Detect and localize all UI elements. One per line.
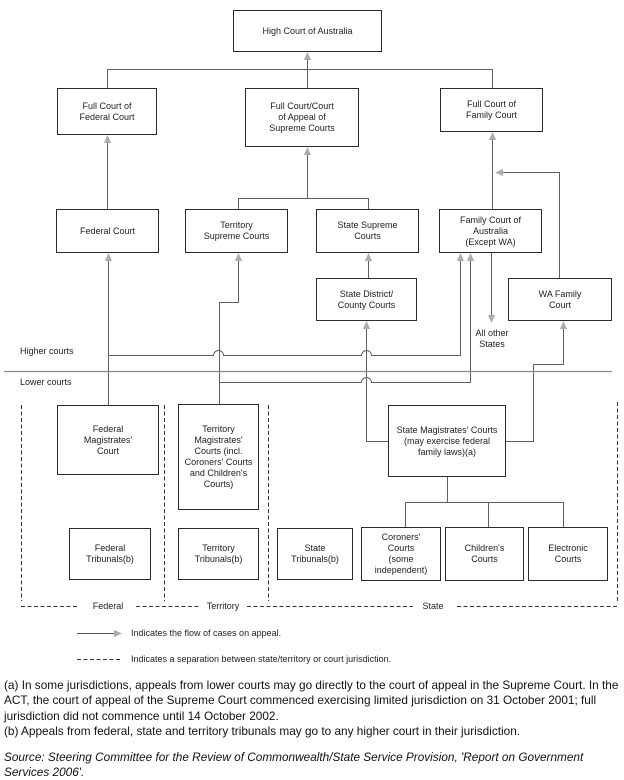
node-full-court-appeal-supreme: Full Court/Court of Appeal of Supreme Co… (245, 88, 359, 147)
node-territory-magistrates-courts: Territory Magistrates' Courts (incl. Cor… (178, 404, 259, 510)
all-other-states-label: All other States (475, 328, 509, 349)
region-label-state: State (422, 601, 444, 611)
lower-courts-label: Lower courts (20, 377, 72, 387)
node-electronic-courts: Electronic Courts (528, 527, 608, 581)
region-label-territory: Territory (206, 601, 240, 611)
footnote-a: (a) In some jurisdictions, appeals from … (4, 678, 619, 723)
node-state-tribunals: State Tribunals(b) (277, 528, 353, 580)
appeal-arrowheads (103, 52, 568, 329)
node-coroners-courts: Coroners' Courts (some independent) (361, 527, 441, 581)
node-federal-magistrates-court: Federal Magistrates' Court (57, 405, 159, 475)
node-state-magistrates-courts: State Magistrates' Courts (may exercise … (388, 405, 506, 477)
higher-courts-label: Higher courts (20, 346, 74, 356)
node-state-district-county-courts: State District/ County Courts (316, 278, 417, 321)
node-federal-tribunals: Federal Tribunals(b) (69, 528, 151, 580)
node-federal-court: Federal Court (56, 209, 159, 253)
node-high-court: High Court of Australia (233, 10, 382, 52)
node-full-court-federal: Full Court of Federal Court (57, 88, 157, 135)
footnotes: (a) In some jurisdictions, appeals from … (4, 678, 622, 740)
node-family-court-australia: Family Court of Australia (Except WA) (439, 209, 542, 253)
node-territory-supreme-courts: Territory Supreme Courts (185, 209, 288, 253)
footnote-b: (b) Appeals from federal, state and terr… (4, 724, 521, 739)
region-label-federal: Federal (92, 601, 124, 611)
source-note: Source: Steering Committee for the Revie… (4, 750, 584, 780)
legend-appeal-flow: Indicates the flow of cases on appeal. (131, 628, 282, 638)
node-childrens-courts: Children's Courts (445, 527, 524, 581)
legend-separation: Indicates a separation between state/ter… (131, 654, 392, 664)
legend-marks (77, 629, 122, 660)
node-territory-tribunals: Territory Tribunals(b) (178, 528, 259, 580)
node-wa-family-court: WA Family Court (508, 278, 612, 321)
node-state-supreme-courts: State Supreme Courts (316, 209, 419, 253)
node-full-court-family: Full Court of Family Court (440, 88, 543, 132)
